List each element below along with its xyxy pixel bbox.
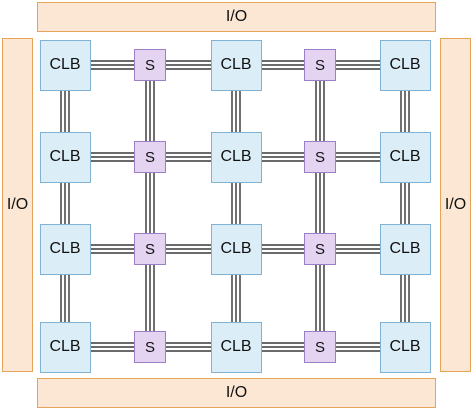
clb-label: CLB [49, 148, 81, 165]
switch-block-r2-c1: S [134, 233, 166, 265]
io-label-bottom: I/O [225, 384, 248, 401]
clb-block-r1-c2: CLB [210, 131, 262, 183]
switch-label: S [314, 148, 325, 166]
clb-label: CLB [220, 56, 252, 73]
clb-label: CLB [49, 240, 81, 257]
switch-block-r1-c3: S [304, 141, 336, 173]
io-block-bottom: I/O [37, 378, 436, 408]
switch-label: S [314, 240, 325, 258]
switch-block-r2-c3: S [304, 233, 336, 265]
switch-block-r1-c1: S [134, 141, 166, 173]
switch-block-r3-c3: S [304, 331, 336, 363]
switch-label: S [144, 148, 155, 166]
clb-block-r3-c0: CLB [39, 321, 91, 373]
clb-block-r0-c2: CLB [210, 39, 262, 91]
clb-label: CLB [389, 338, 421, 355]
switch-block-r3-c1: S [134, 331, 166, 363]
clb-block-r0-c4: CLB [379, 39, 431, 91]
clb-block-r3-c4: CLB [379, 321, 431, 373]
switch-block-r0-c3: S [304, 49, 336, 81]
switch-label: S [144, 338, 155, 356]
clb-label: CLB [220, 148, 252, 165]
io-label-right: I/O [444, 196, 467, 213]
clb-block-r2-c2: CLB [210, 223, 262, 275]
switch-label: S [314, 338, 325, 356]
switch-block-r0-c1: S [134, 49, 166, 81]
clb-block-r0-c0: CLB [39, 39, 91, 91]
clb-label: CLB [49, 338, 81, 355]
clb-label: CLB [389, 56, 421, 73]
clb-block-r1-c4: CLB [379, 131, 431, 183]
clb-block-r3-c2: CLB [210, 321, 262, 373]
clb-block-r1-c0: CLB [39, 131, 91, 183]
switch-label: S [144, 240, 155, 258]
clb-block-r2-c4: CLB [379, 223, 431, 275]
clb-label: CLB [49, 56, 81, 73]
switch-label: S [144, 56, 155, 74]
clb-label: CLB [220, 338, 252, 355]
switch-label: S [314, 56, 325, 74]
clb-label: CLB [389, 148, 421, 165]
clb-label: CLB [220, 240, 252, 257]
io-block-right: I/O [440, 38, 471, 372]
clb-block-r2-c0: CLB [39, 223, 91, 275]
io-block-left: I/O [2, 38, 33, 372]
io-label-left: I/O [6, 196, 29, 213]
io-label-top: I/O [225, 8, 248, 25]
clb-label: CLB [389, 240, 421, 257]
io-block-top: I/O [37, 2, 436, 32]
